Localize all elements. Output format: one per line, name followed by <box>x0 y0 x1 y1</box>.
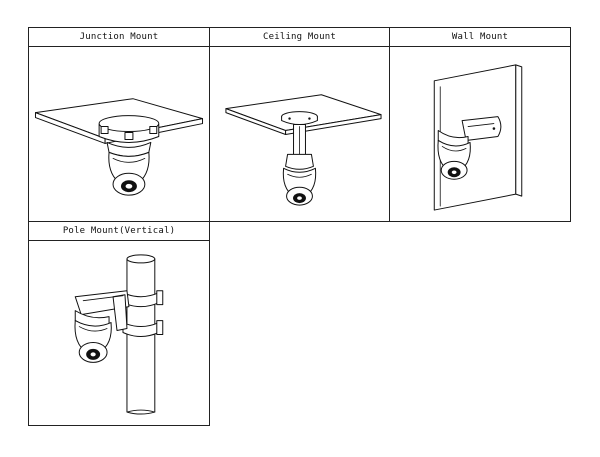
ceiling-mount-label: Ceiling Mount <box>210 28 389 47</box>
pole-mount-vertical-drawing-icon <box>74 254 164 415</box>
pole-mount-cell: Pole Mount(Vertical) <box>28 221 210 426</box>
junction-mount-drawing-icon <box>34 98 204 196</box>
junction-mount-label: Junction Mount <box>29 28 209 47</box>
wall-mount-drawing-icon <box>433 64 523 211</box>
ceiling-mount-drawing-icon <box>225 94 382 206</box>
wall-mount-cell: Wall Mount <box>389 27 571 222</box>
junction-mount-figure <box>29 47 209 221</box>
ceiling-mount-cell: Ceiling Mount <box>209 27 390 222</box>
pole-mount-label: Pole Mount(Vertical) <box>29 222 209 241</box>
pole-mount-figure <box>29 241 209 425</box>
junction-mount-cell: Junction Mount <box>28 27 210 222</box>
wall-mount-label: Wall Mount <box>390 28 570 47</box>
ceiling-mount-figure <box>210 47 389 221</box>
wall-mount-figure <box>390 47 570 221</box>
